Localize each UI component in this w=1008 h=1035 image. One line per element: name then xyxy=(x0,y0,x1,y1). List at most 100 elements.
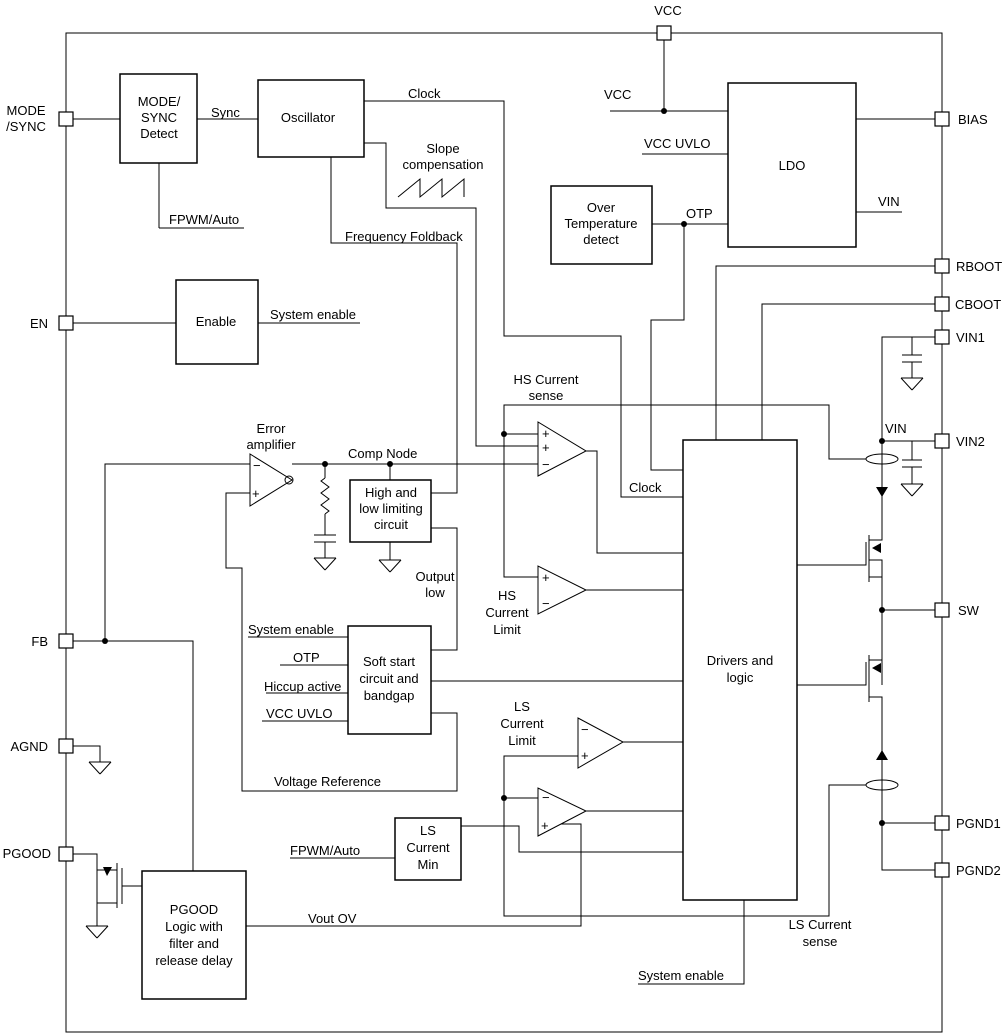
svg-text:−: − xyxy=(542,790,550,805)
svg-text:SYNC: SYNC xyxy=(141,110,177,125)
limiting-circuit-block: High and low limiting circuit xyxy=(349,479,432,543)
svg-text:Temperature: Temperature xyxy=(565,216,638,231)
svg-text:System enable: System enable xyxy=(248,622,334,637)
wires xyxy=(73,40,935,985)
svg-text:High and: High and xyxy=(365,485,417,500)
hs-sense-arrow-icon xyxy=(876,487,888,497)
svg-text:+: + xyxy=(252,486,260,501)
pin-pgood xyxy=(58,846,74,862)
pin-mode-sync-label-1: MODE xyxy=(7,103,46,118)
svg-text:sense: sense xyxy=(529,388,564,403)
hs-current-limit-comparator: + − xyxy=(537,565,588,615)
svg-text:Comp Node: Comp Node xyxy=(348,446,417,461)
svg-text:−: − xyxy=(542,457,550,472)
svg-text:MODE/: MODE/ xyxy=(138,94,181,109)
svg-text:circuit: circuit xyxy=(374,517,408,532)
svg-text:PGOOD: PGOOD xyxy=(170,902,218,917)
hs-fet-arrow-icon xyxy=(872,543,881,553)
svg-text:Sync: Sync xyxy=(211,105,240,120)
agnd-ground-icon xyxy=(88,761,112,775)
svg-text:FPWM/Auto: FPWM/Auto xyxy=(169,212,239,227)
svg-text:Current: Current xyxy=(500,716,544,731)
oscillator-block: Oscillator xyxy=(257,79,365,158)
ls-current-min-comparator: − + xyxy=(537,787,588,837)
pin-rboot xyxy=(934,258,950,274)
svg-text:Frequency Foldback: Frequency Foldback xyxy=(345,229,463,244)
mode-sync-detect-block: MODE/ SYNC Detect xyxy=(119,73,198,164)
over-temperature-block: Over Temperature detect xyxy=(550,185,653,265)
pin-sw xyxy=(934,602,950,618)
ic-boundary xyxy=(65,32,943,1033)
pin-pgnd1 xyxy=(934,815,950,831)
svg-text:LDO: LDO xyxy=(779,158,806,173)
svg-text:compensation: compensation xyxy=(403,157,484,172)
ls-current-min-block: LS Current Min xyxy=(394,817,462,881)
svg-text:VIN: VIN xyxy=(878,194,900,209)
svg-text:SW: SW xyxy=(958,603,980,618)
svg-text:low limiting: low limiting xyxy=(359,501,423,516)
svg-text:OTP: OTP xyxy=(686,206,713,221)
svg-text:FPWM/Auto: FPWM/Auto xyxy=(290,843,360,858)
svg-text:Hiccup active: Hiccup active xyxy=(264,679,341,694)
svg-text:VIN1: VIN1 xyxy=(956,330,985,345)
ldo-block: LDO xyxy=(727,82,857,248)
svg-text:BIAS: BIAS xyxy=(958,112,988,127)
vin1-cap-ground-icon xyxy=(900,377,924,391)
soft-start-block: Soft start circuit and bandgap xyxy=(347,625,432,735)
vin2-cap-ground-icon xyxy=(900,483,924,497)
svg-text:LS: LS xyxy=(420,823,436,838)
svg-text:Output: Output xyxy=(415,569,454,584)
svg-text:Enable: Enable xyxy=(196,314,236,329)
pin-mode-sync-label-2: /SYNC xyxy=(6,119,46,134)
svg-text:HS Current: HS Current xyxy=(513,372,578,387)
limiting-ground-icon xyxy=(378,559,402,573)
svg-text:LS Current: LS Current xyxy=(789,917,852,932)
svg-text:Over: Over xyxy=(587,200,616,215)
comp-cap-ground-icon xyxy=(313,557,337,571)
svg-text:sense: sense xyxy=(803,934,838,949)
svg-text:CBOOT: CBOOT xyxy=(955,297,1001,312)
svg-text:VIN: VIN xyxy=(885,421,907,436)
svg-text:−: − xyxy=(253,458,261,473)
svg-text:System enable: System enable xyxy=(638,968,724,983)
pin-vin1 xyxy=(934,329,950,345)
enable-block: Enable xyxy=(175,279,259,365)
pin-vin2 xyxy=(934,433,950,449)
signal-labels: Sync Clock VCC VCC UVLO VIN OTP FPWM/Aut… xyxy=(169,86,907,983)
svg-text:HS: HS xyxy=(498,588,516,603)
svg-text:+: + xyxy=(542,440,550,455)
svg-text:Detect: Detect xyxy=(140,126,178,141)
svg-text:Voltage Reference: Voltage Reference xyxy=(274,774,381,789)
svg-text:Limit: Limit xyxy=(493,622,521,637)
svg-text:release delay: release delay xyxy=(155,953,233,968)
svg-text:−: − xyxy=(542,596,550,611)
svg-text:OTP: OTP xyxy=(293,650,320,665)
pgood-fet-ground-icon xyxy=(85,925,109,939)
svg-text:+: + xyxy=(542,426,550,441)
svg-text:Limit: Limit xyxy=(508,733,536,748)
pin-bias xyxy=(934,111,950,127)
svg-text:filter and: filter and xyxy=(169,936,219,951)
svg-text:System enable: System enable xyxy=(270,307,356,322)
svg-text:logic: logic xyxy=(727,670,754,685)
pin-mode-sync xyxy=(58,111,74,127)
svg-text:Vout OV: Vout OV xyxy=(308,911,357,926)
svg-text:Logic with: Logic with xyxy=(165,919,223,934)
svg-text:+: + xyxy=(581,748,589,763)
svg-text:+: + xyxy=(542,570,550,585)
pin-agnd xyxy=(58,738,74,754)
svg-text:amplifier: amplifier xyxy=(246,437,296,452)
pin-vcc-label: VCC xyxy=(654,3,681,18)
svg-text:VCC: VCC xyxy=(604,87,631,102)
svg-text:PGND1: PGND1 xyxy=(956,816,1001,831)
pin-vcc xyxy=(656,25,672,41)
svg-text:−: − xyxy=(581,722,589,737)
svg-text:Current: Current xyxy=(406,840,450,855)
svg-text:Clock: Clock xyxy=(408,86,441,101)
ls-current-limit-comparator: − + xyxy=(577,717,625,769)
pin-en xyxy=(58,315,74,331)
pin-cboot xyxy=(934,296,950,312)
svg-text:Drivers and: Drivers and xyxy=(707,653,773,668)
svg-text:Min: Min xyxy=(418,857,439,872)
